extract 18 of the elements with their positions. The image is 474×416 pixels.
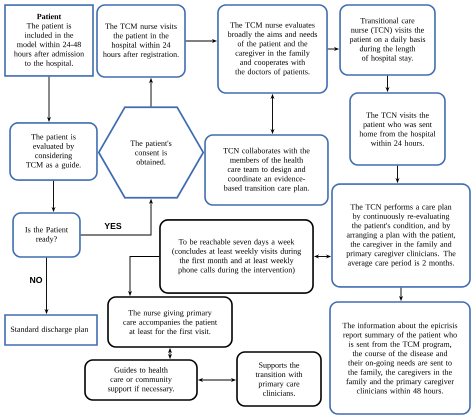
process-box: The patient is evaluated by considering TCM as a guide. [9, 122, 98, 181]
process-box: The TCN performs a care plan by continuously re-evaluating the patient's condition, and by arranging a plan with the patient, the caregiver in the family and primary caregiver clinicians. The average care period is 2 months. [331, 183, 471, 288]
process-box: To be reachable seven days a week (concludes at least weekly visits during the first month and at least weekly phone calls during the intervention) [159, 219, 314, 294]
process-box: Is the Patient ready? [12, 212, 81, 258]
process-box: Supports the transition with primary care clinicians. [236, 351, 322, 407]
process-box: Patient The patient is included in the model within 24-48 hours after admission to the hospital. [4, 4, 94, 77]
process-box: Transitional care nurse (TCN) visits the patient on a daily basis during the length of hospital stay. [339, 4, 436, 76]
process-box: The TCM nurse visits the patient in the hospital within 24 hours after registration. [96, 4, 186, 78]
decision-hexagon: The patient's consent is obtained. [98, 106, 204, 199]
edge-label: NO [28, 276, 44, 284]
process-box: TCN collaborates with the members of the health care team to design and coordinate an evidence-based transition care plan. [204, 134, 329, 206]
process-box: Guides to health care or community support if necessary. [84, 359, 198, 401]
process-box: The TCN visits the patient who was sent home from the hospital within 24 hours. [349, 92, 446, 166]
process-box: The TCM nurse evaluates broadly the aims and needs of the patient and the caregiver in the family and cooperates with the doctors of patients. [217, 4, 328, 94]
process-box: The nurse giving primary care accompanies the patient at least for the first visit. [107, 296, 233, 348]
process-box: Standard discharge plan [4, 314, 98, 346]
process-box: The information about the epicrisis report summary of the patient who is sent from the TCM program, the course of the disease and their on-going needs are sent to the family, the caregivers in the family and the primary caregiver clinicians within 48 hours. [329, 301, 471, 415]
edge-label: YES [103, 222, 123, 230]
